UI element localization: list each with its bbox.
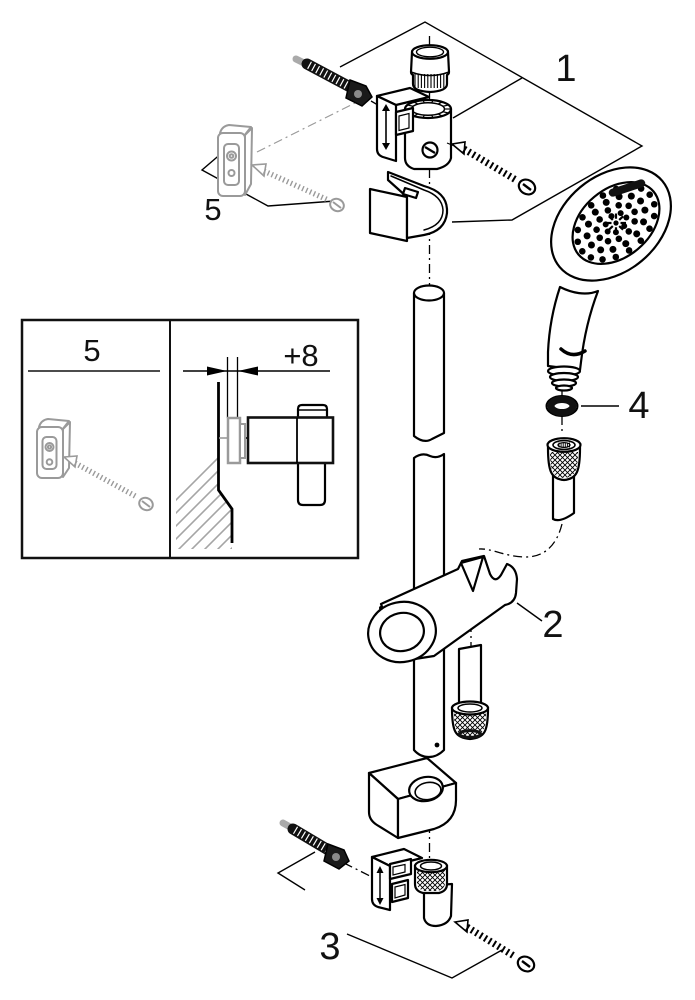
inset-detail-box [20,318,360,560]
clamp-cover-bottom [367,756,458,840]
part-3-leader [276,851,503,979]
shower-rail [412,284,446,759]
swivel-cap [409,44,451,94]
wood-screw-top [446,141,537,196]
part-2-label: 2 [542,604,563,646]
spacer-axis [256,96,368,153]
wall-edge [217,382,234,543]
hand-shower-handle [546,285,600,372]
inset-wall-section [176,357,335,549]
rubber-gasket [545,395,579,417]
mounting-bolt-bottom [279,819,350,870]
wood-screw-bottom [453,919,536,973]
bolt-axis-bottom [343,862,371,877]
part-1-label: 1 [555,48,576,90]
brand-band [608,179,646,197]
spacer-side-view [226,416,242,465]
inset-panel-label: 5 [83,333,100,368]
mounting-bolt-top [292,55,373,107]
part-4-label: 4 [628,385,649,427]
inset-left-panel [28,370,160,512]
clamp-cover-top [368,170,449,243]
glide-element [367,554,519,664]
shower-hose-path [478,523,563,558]
part-2-leader [516,602,543,622]
bolt-axis-top [370,100,391,113]
part-1-leader [339,21,644,223]
spray-nozzles [574,183,658,263]
hose-nut-upper [546,437,582,522]
inset-dimension-label: +8 [283,338,318,373]
hand-shower [546,166,672,392]
part-5-label: 5 [204,192,221,227]
wall-plug-spacer-top [217,124,253,197]
rail-clamp-bottom [370,847,454,928]
dimension-arrow-right [238,366,258,376]
wall-plug-screw-top [250,163,345,213]
bracket-side-view [246,403,335,507]
rail-clamp-top [375,86,453,171]
part-3-label: 3 [319,926,340,968]
hose-nut-lower [450,643,490,741]
dimension-arrow-left [207,366,227,376]
